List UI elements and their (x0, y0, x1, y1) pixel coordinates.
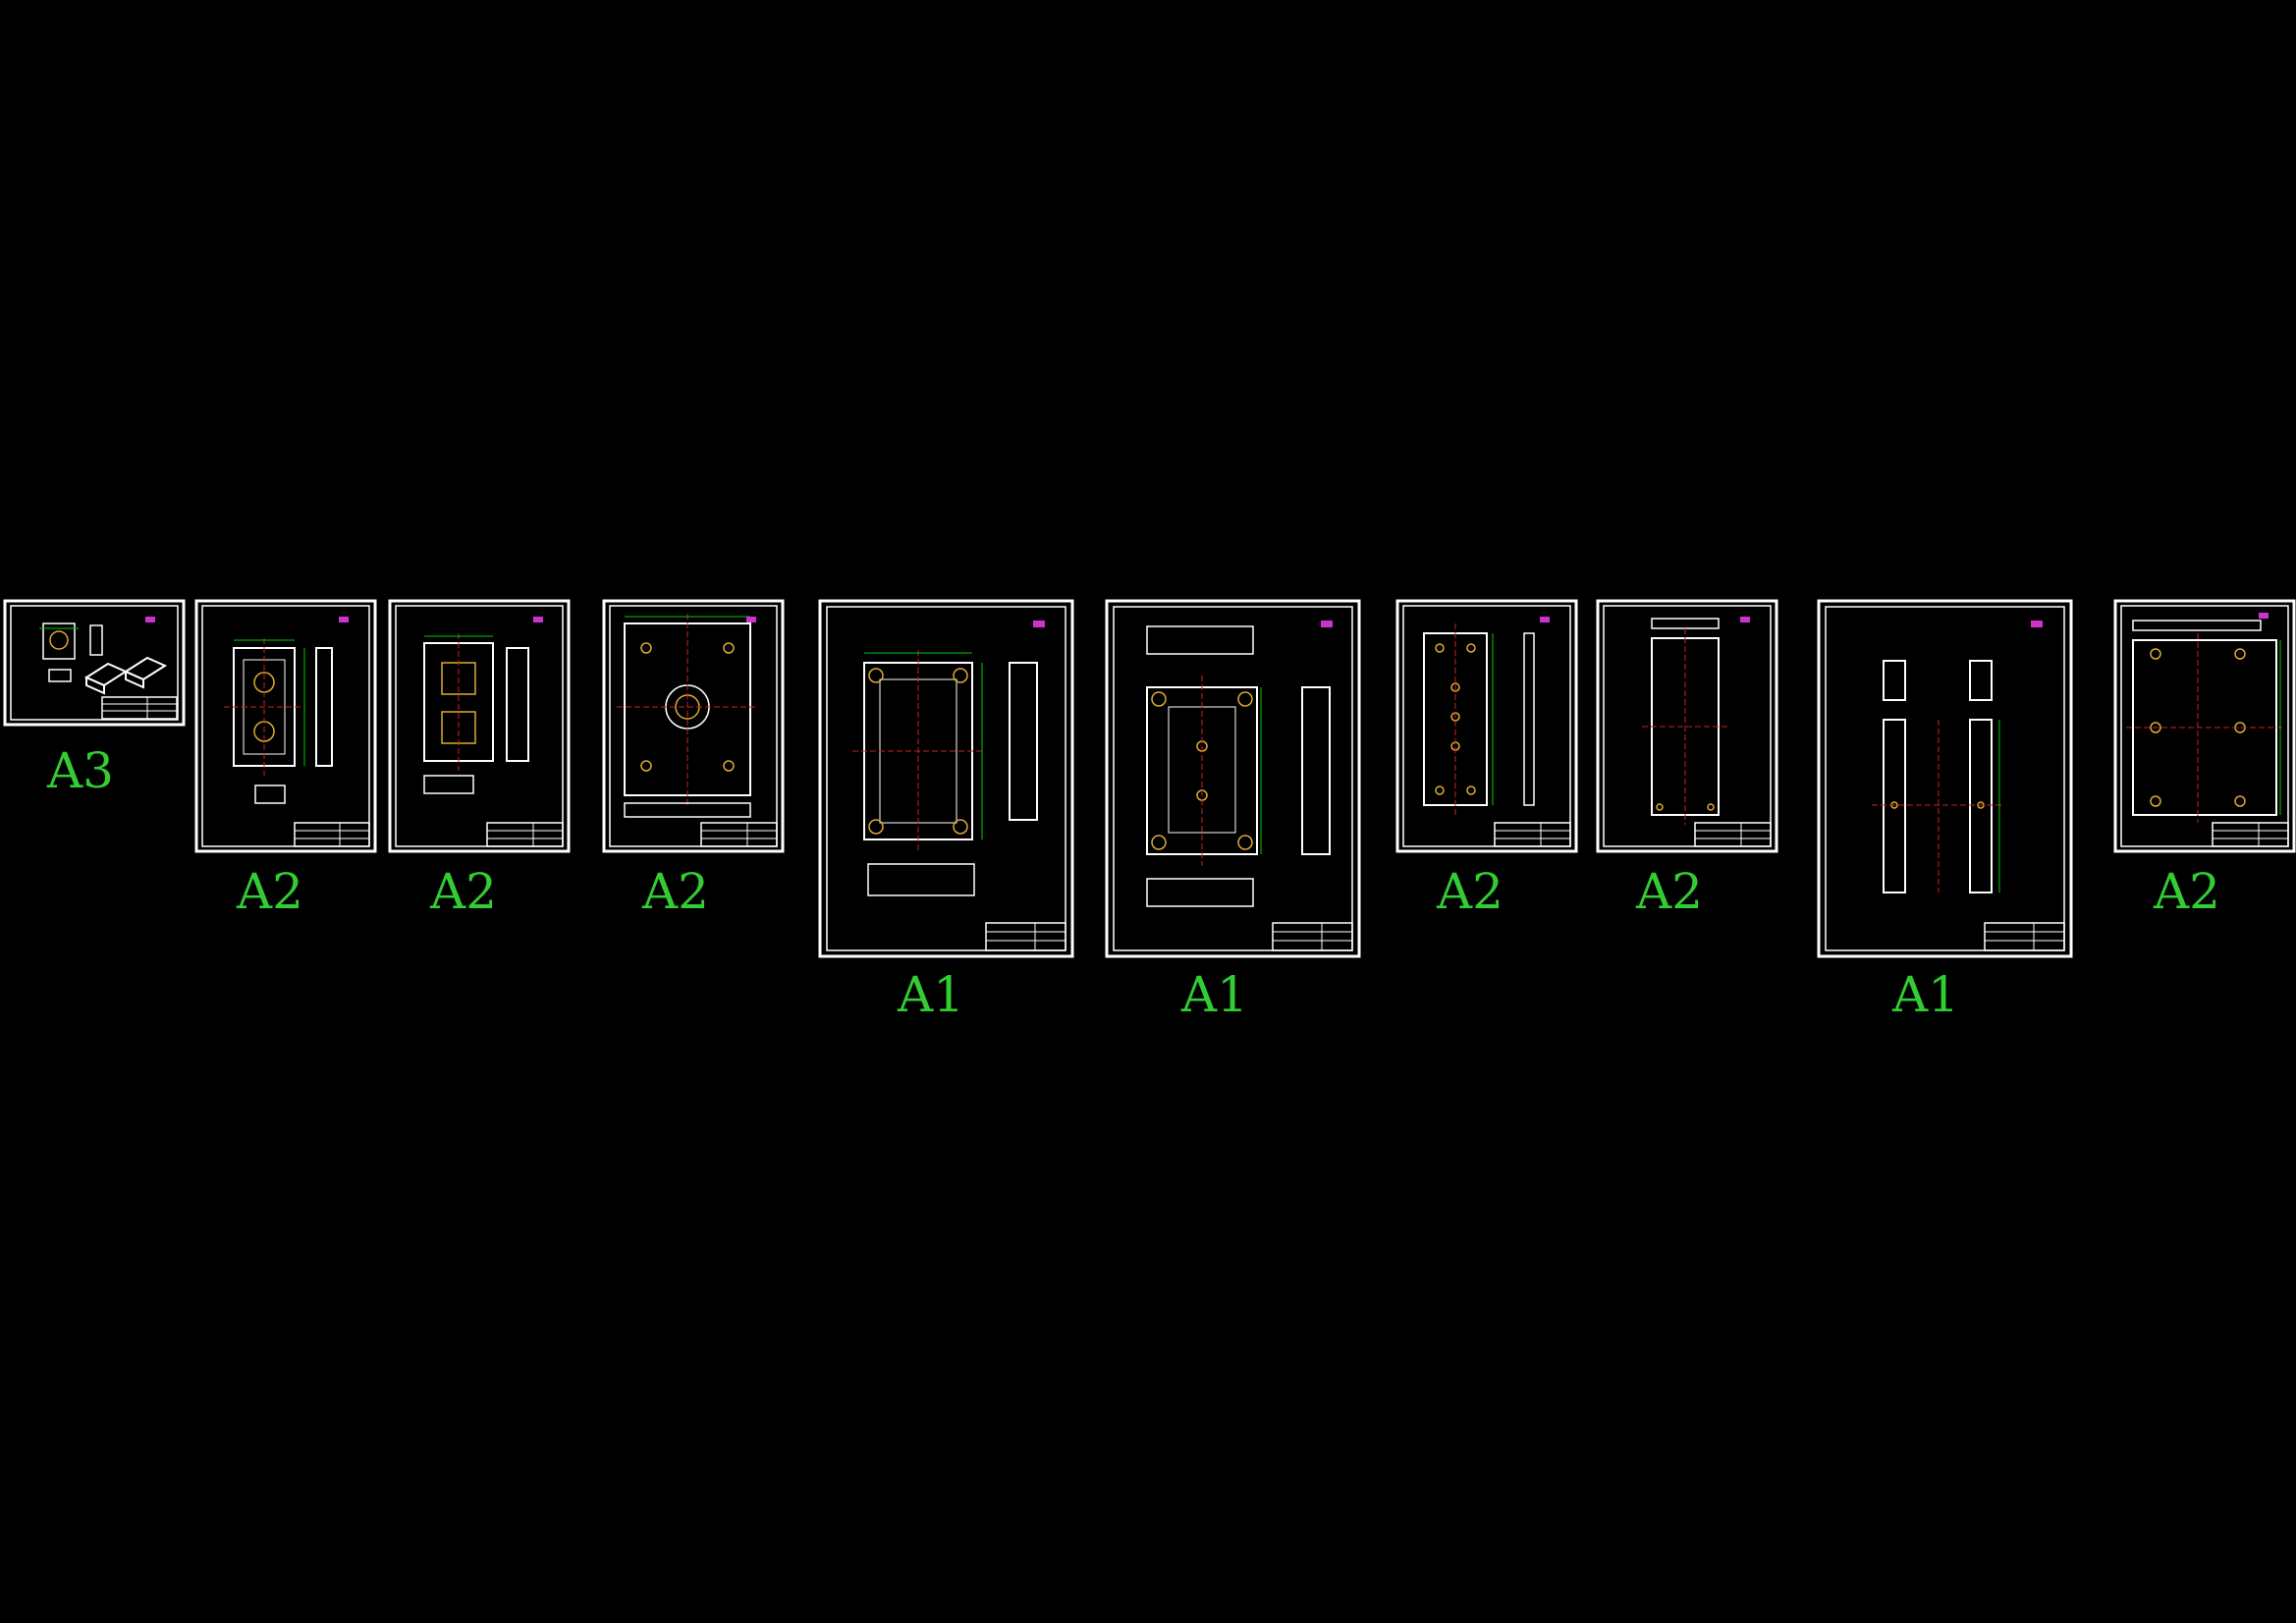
sheet-a3-part-drawing[interactable]: A3 (3, 599, 186, 799)
sheet-a2-plate-drawing[interactable]: A2 (194, 599, 377, 920)
sheet-a1-spacer-block-drawing[interactable]: A1 (1817, 599, 2073, 1023)
sheet-size-label: A2 (641, 863, 709, 920)
sheet-size-label: A1 (1891, 966, 1959, 1023)
sheet-size-label: A2 (2153, 863, 2220, 920)
sheet-a1-moving-plate-drawing[interactable]: A1 (1105, 599, 1361, 1023)
sheet-size-label: A2 (1635, 863, 1703, 920)
sheet-size-label: A1 (1180, 966, 1248, 1023)
sheet-size-label: A2 (236, 863, 303, 920)
sheet-size-label: A1 (897, 966, 964, 1023)
sheet-size-label: A3 (46, 742, 114, 799)
sheet-size-label: A2 (429, 863, 497, 920)
sheet-a2-bottom-plate-drawing[interactable]: A2 (2113, 599, 2296, 920)
sheet-a2-ejector-plate-drawing[interactable]: A2 (1395, 599, 1578, 920)
sheet-a2-clamp-plate-drawing[interactable]: A2 (602, 599, 785, 920)
sheet-a2-cavity-drawing[interactable]: A2 (388, 599, 571, 920)
sheet-a1-fixed-plate-drawing[interactable]: A1 (818, 599, 1074, 1023)
sheet-a2-support-plate-drawing[interactable]: A2 (1596, 599, 1778, 920)
sheet-size-label: A2 (1436, 863, 1503, 920)
